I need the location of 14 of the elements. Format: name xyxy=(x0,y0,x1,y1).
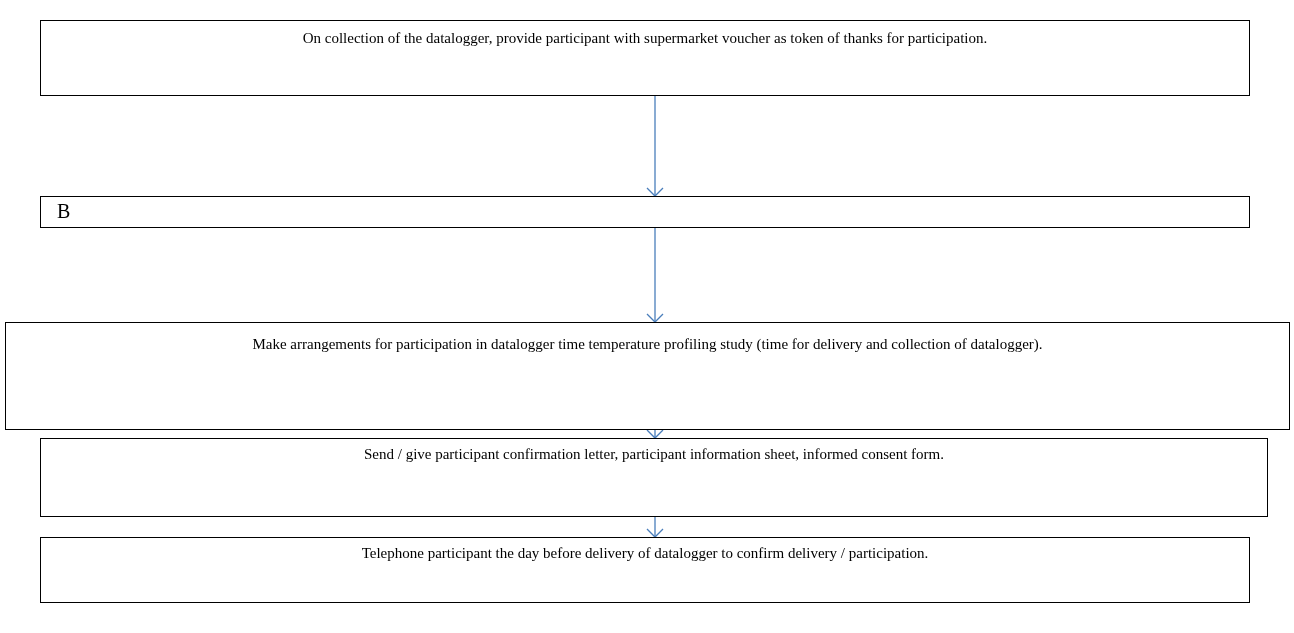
step-text: B xyxy=(57,199,72,224)
process-box xyxy=(40,438,1268,517)
arrow xyxy=(646,516,664,538)
step-text: On collection of the datalogger, provide participant with supermarket voucher as token of thanks for participation. xyxy=(301,29,989,48)
process-box xyxy=(40,196,1250,228)
arrow xyxy=(646,95,664,197)
step-text: Telephone participant the day before delivery of datalogger to confirm delivery / participation. xyxy=(360,544,930,563)
process-box xyxy=(40,20,1250,96)
arrow xyxy=(646,227,664,323)
arrow xyxy=(646,429,664,439)
process-box xyxy=(40,537,1250,603)
step-text: Make arrangements for participation in datalogger time temperature profiling study (time for delivery and collection of datalogger). xyxy=(251,335,1044,354)
step-text: Send / give participant confirmation letter, participant information sheet, informed consent form. xyxy=(362,445,946,464)
process-box xyxy=(5,322,1290,430)
